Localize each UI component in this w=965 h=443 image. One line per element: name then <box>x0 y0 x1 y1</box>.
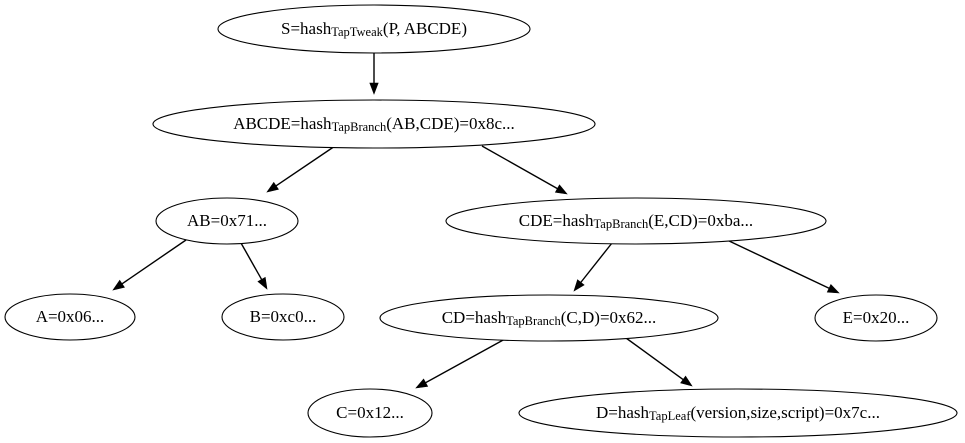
edge-cd-to-c <box>415 338 506 389</box>
edges-layer <box>112 53 840 389</box>
edge-cde-to-e <box>726 239 840 294</box>
node-b[interactable]: B=0xc0... <box>221 293 345 341</box>
edge-abcde-to-ab-shaft <box>275 145 336 187</box>
node-c-ellipse[interactable] <box>307 388 433 438</box>
node-b-ellipse[interactable] <box>221 293 345 341</box>
edge-cd-to-d-arrowhead <box>680 375 693 387</box>
edge-cde-to-cd <box>573 242 613 292</box>
edge-cd-to-d-shaft <box>625 337 684 381</box>
edge-cde-to-e-arrowhead <box>826 283 840 294</box>
node-a[interactable]: A=0x06... <box>4 293 136 341</box>
node-ab-label: AB=0x71... <box>187 211 267 230</box>
node-ab[interactable]: AB=0x71... <box>155 197 299 245</box>
edge-s-to-abcde <box>369 53 379 95</box>
edge-ab-to-a-shaft <box>121 239 187 285</box>
node-abcde-label: ABCDE=hashTapBranch(AB,CDE)=0x8c... <box>233 114 515 134</box>
node-d-label: D=hashTapLeaf(version,size,script)=0x7c.… <box>596 403 880 423</box>
edge-abcde-to-cde-shaft <box>481 145 558 190</box>
node-a-label: A=0x06... <box>36 307 105 326</box>
node-a-ellipse[interactable] <box>4 293 136 341</box>
edge-s-to-abcde-arrowhead <box>369 82 379 95</box>
edge-ab-to-b-arrowhead <box>257 276 268 290</box>
node-e-label: E=0x20... <box>843 308 910 327</box>
node-abcde[interactable]: ABCDE=hashTapBranch(AB,CDE)=0x8c... <box>152 99 596 149</box>
edge-abcde-to-cde-arrowhead <box>554 184 568 195</box>
node-d-ellipse[interactable] <box>518 388 958 438</box>
node-d[interactable]: D=hashTapLeaf(version,size,script)=0x7c.… <box>518 388 958 438</box>
node-s-ellipse[interactable] <box>217 4 531 54</box>
edge-cd-to-c-shaft <box>425 338 506 384</box>
node-abcde-ellipse[interactable] <box>152 99 596 149</box>
edge-ab-to-b <box>240 242 268 290</box>
node-cde[interactable]: CDE=hashTapBranch(E,CD)=0xba... <box>445 197 827 245</box>
node-e[interactable]: E=0x20... <box>814 294 938 342</box>
node-e-ellipse[interactable] <box>814 294 938 342</box>
edge-cde-to-cd-shaft <box>580 242 613 283</box>
node-c[interactable]: C=0x12... <box>307 388 433 438</box>
edge-ab-to-a <box>112 239 187 291</box>
node-cd[interactable]: CD=hashTapBranch(C,D)=0x62... <box>379 294 719 342</box>
node-ab-ellipse[interactable] <box>155 197 299 245</box>
node-cde-label: CDE=hashTapBranch(E,CD)=0xba... <box>519 211 753 231</box>
nodes-layer: S=hashTapTweak(P, ABCDE) ABCDE=hashTapBra… <box>4 4 958 438</box>
node-cd-label: CD=hashTapBranch(C,D)=0x62... <box>442 308 657 328</box>
edge-cd-to-c-arrowhead <box>415 378 429 389</box>
edge-abcde-to-ab-arrowhead <box>266 181 279 193</box>
node-s[interactable]: S=hashTapTweak(P, ABCDE) <box>217 4 531 54</box>
node-c-label: C=0x12... <box>336 403 404 422</box>
node-s-label: S=hashTapTweak(P, ABCDE) <box>281 19 467 39</box>
edge-cde-to-cd-arrowhead <box>573 279 585 292</box>
edge-abcde-to-cde <box>481 145 568 195</box>
node-cd-ellipse[interactable] <box>379 294 719 342</box>
edge-abcde-to-ab <box>266 145 336 193</box>
edge-cde-to-e-shaft <box>726 239 830 289</box>
edge-ab-to-b-shaft <box>240 242 263 280</box>
edge-cd-to-d <box>625 337 693 387</box>
node-cde-ellipse[interactable] <box>445 197 827 245</box>
node-b-label: B=0xc0... <box>250 307 317 326</box>
edge-ab-to-a-arrowhead <box>112 279 125 291</box>
